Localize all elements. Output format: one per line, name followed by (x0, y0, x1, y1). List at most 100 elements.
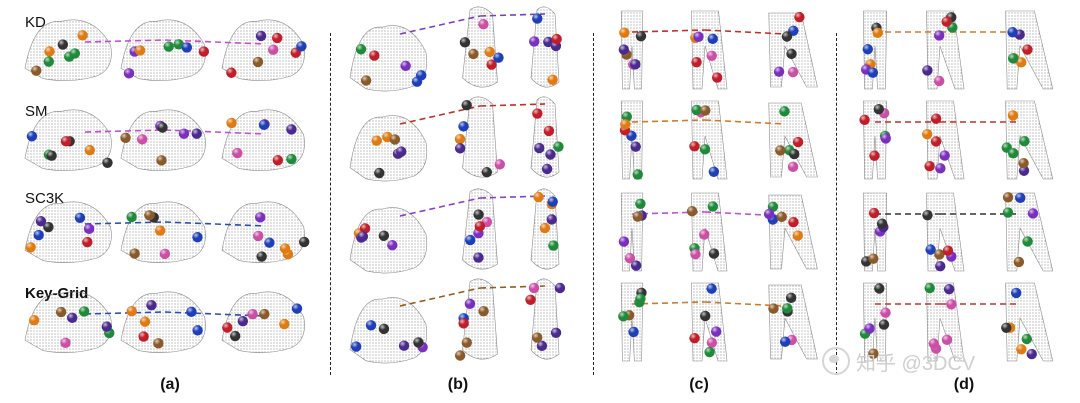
keypoint (548, 240, 559, 251)
keypoint (46, 150, 57, 161)
keypoint-highlight (1007, 53, 1019, 64)
keypoint (139, 316, 151, 327)
pants-point-cloud (862, 282, 888, 362)
point-cloud-shapes (24, 6, 1054, 364)
keypoint-highlight (279, 318, 290, 330)
keypoint-highlight (528, 282, 540, 294)
keypoint-highlight (547, 196, 558, 207)
keypoint (493, 52, 504, 63)
keypoint (461, 337, 473, 348)
keypoint (782, 303, 793, 314)
keypoint (941, 334, 953, 346)
keypoint (546, 214, 557, 225)
keypoint-highlight (77, 30, 88, 41)
keypoint (191, 128, 202, 139)
keypoint-highlight (458, 318, 469, 329)
keypoint-highlight (365, 320, 377, 331)
keypoint-highlight (635, 198, 646, 209)
keypoint (1015, 192, 1026, 204)
keypoint-highlight (459, 37, 471, 48)
correspondence-link (164, 221, 266, 227)
keypoint (163, 41, 174, 52)
keypoint-highlight (157, 122, 168, 133)
keypoint-highlight (378, 230, 390, 241)
keypoint-highlight (1008, 148, 1019, 159)
hat-point-cloud (349, 25, 428, 92)
keypoint-highlight (934, 249, 945, 260)
keypoint-highlight (461, 337, 473, 348)
keypoint (387, 240, 398, 251)
keypoint (146, 300, 157, 311)
keypoint-highlight (942, 245, 954, 256)
keypoint (153, 338, 164, 349)
keypoint (256, 251, 267, 262)
keypoint-highlight (198, 46, 210, 57)
panel-label-a: (a) (160, 376, 180, 393)
keypoint-highlight (286, 124, 297, 135)
keypoint (486, 59, 497, 70)
keypoint-highlight (880, 307, 891, 318)
keypoint (922, 128, 933, 140)
keypoint (74, 212, 86, 223)
pants-point-cloud (1005, 192, 1054, 272)
keypoint-highlight (359, 223, 371, 234)
keypoint (156, 155, 167, 166)
keypoint-highlight (946, 299, 957, 310)
keypoint-highlight (387, 240, 398, 251)
keypoint (925, 244, 936, 255)
keypoint-highlight (474, 221, 486, 232)
keypoint (704, 346, 715, 358)
keypoint (868, 207, 880, 219)
correspondence-link (399, 197, 481, 217)
keypoint (129, 248, 140, 259)
keypoint-highlight (398, 340, 410, 351)
keypoint-highlight (553, 141, 564, 152)
keypoint (26, 131, 38, 142)
keypoint-highlight (618, 44, 630, 55)
keypoint (1007, 53, 1019, 64)
keypoint-highlight (532, 13, 543, 24)
keypoint-highlight (539, 222, 551, 234)
keypoint (934, 30, 945, 41)
keypoint (159, 248, 171, 260)
keypoint (138, 331, 149, 342)
keypoint (1011, 287, 1022, 299)
keypoint (779, 106, 790, 117)
keypoint (1019, 136, 1030, 147)
keypoint-highlight (867, 67, 879, 78)
keypoint-highlight (60, 136, 72, 147)
keypoint-highlight (792, 136, 804, 148)
keypoint-highlight (255, 212, 266, 223)
keypoint-highlight (43, 221, 54, 233)
keypoint (396, 146, 407, 157)
keypoint (763, 208, 775, 220)
keypoint-highlight (163, 41, 174, 52)
keypoint (126, 211, 137, 223)
keypoint (247, 308, 258, 320)
keypoint (350, 341, 362, 352)
keypoint-highlight (259, 308, 270, 320)
keypoint-highlight (618, 236, 630, 247)
keypoint (60, 337, 71, 349)
keypoint (776, 211, 787, 223)
keypoint-highlight (126, 305, 138, 317)
keypoint-highlight (1021, 333, 1032, 345)
keypoint-highlight (706, 283, 717, 294)
keypoint-highlight (256, 251, 267, 262)
keypoint-highlight (935, 163, 946, 174)
keypoint-highlight (126, 211, 137, 223)
keypoint (628, 326, 639, 338)
keypoint (789, 148, 800, 160)
keypoint-highlight (792, 230, 804, 241)
keypoint-highlight (939, 150, 950, 161)
keypoint (1013, 256, 1025, 268)
keypoint (77, 30, 88, 41)
keypoint-highlight (82, 236, 93, 248)
keypoint-highlight (1019, 136, 1030, 147)
keypoint (473, 209, 484, 220)
keypoint-highlight (873, 103, 885, 115)
keypoint (707, 201, 718, 212)
keypoint (67, 312, 78, 324)
keypoint (869, 150, 880, 161)
keypoint (922, 209, 933, 221)
